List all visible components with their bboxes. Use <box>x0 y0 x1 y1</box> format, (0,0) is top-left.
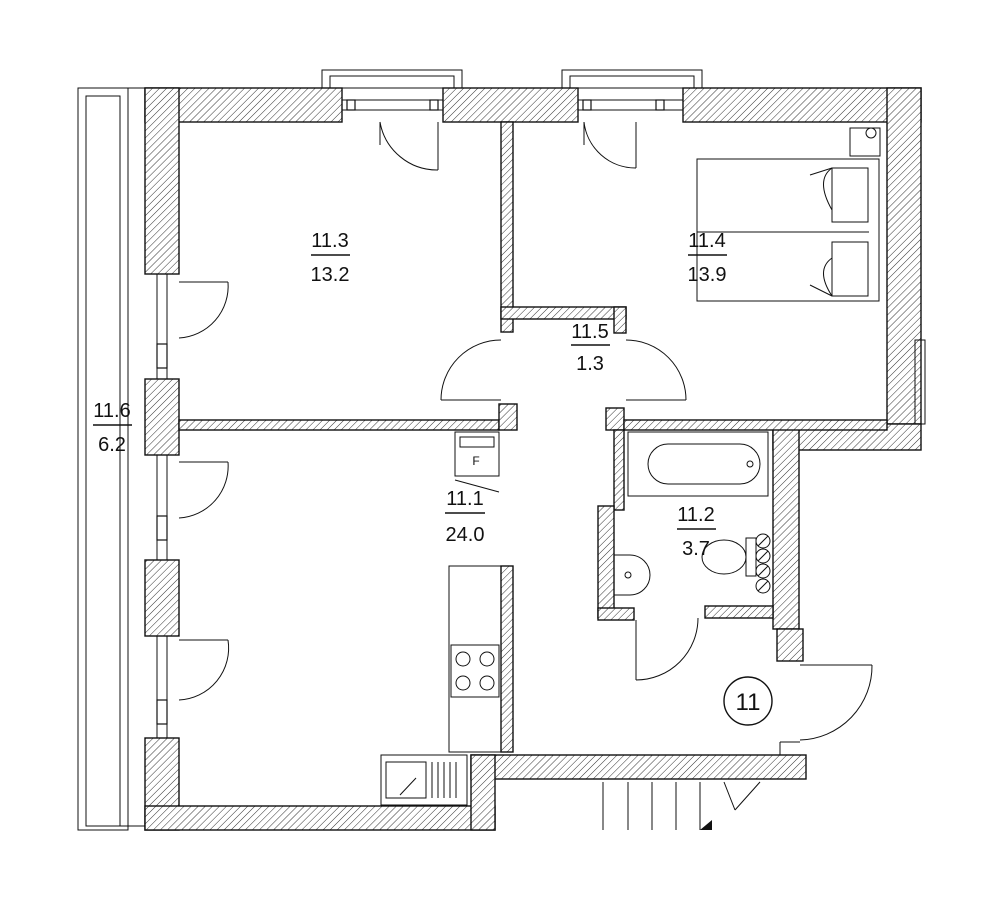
kitchen <box>380 565 502 806</box>
room-area: 13.2 <box>311 264 350 286</box>
apartment-number-badge: 11 <box>723 676 773 726</box>
room-id: 11.2 <box>677 504 714 526</box>
room-id: 11.4 <box>688 230 725 252</box>
radiator-coils <box>755 533 771 594</box>
exterior-walls <box>144 87 926 831</box>
room-label-11-3: 11.3 13.2 <box>311 230 350 286</box>
windows <box>156 69 703 738</box>
room-label-11-4: 11.4 13.9 <box>688 230 727 286</box>
stairs <box>602 781 761 830</box>
bathroom-fixtures <box>613 533 771 596</box>
room-area: 24.0 <box>446 524 485 546</box>
room-area: 3.7 <box>682 538 710 560</box>
room-label-11-6: 11.6 6.2 <box>93 400 132 456</box>
room-id: 11.6 <box>93 400 130 422</box>
room-area: 1.3 <box>576 353 604 375</box>
bathtub <box>627 431 769 497</box>
bed <box>696 127 881 302</box>
room-id: 11.3 <box>311 230 348 252</box>
room-id: 11.1 <box>446 488 483 510</box>
room-area: 6.2 <box>98 434 126 456</box>
room-area: 13.9 <box>688 264 727 286</box>
room-label-11-1: 11.1 24.0 <box>445 488 485 546</box>
door-swings <box>178 121 873 755</box>
room-label-11-5: 11.5 1.3 <box>571 321 610 375</box>
fridge-mark: F <box>472 454 479 468</box>
room-id: 11.5 <box>571 321 608 343</box>
fridge: F <box>454 431 500 493</box>
interior-walls <box>178 121 888 753</box>
balcony <box>77 87 145 831</box>
room-label-11-2: 11.2 3.7 <box>677 504 716 560</box>
apartment-number: 11 <box>736 689 761 716</box>
